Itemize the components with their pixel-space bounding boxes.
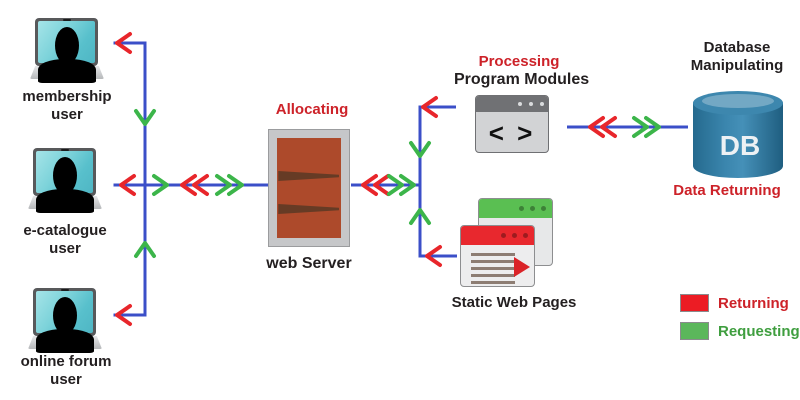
database-label-line1: Database [703, 39, 771, 56]
window-dot-icon [519, 206, 524, 211]
person-silhouette-head [53, 297, 77, 334]
code-window-icon: < > [475, 95, 549, 153]
person-silhouette-body [38, 59, 96, 83]
laptop-user-icon [28, 288, 102, 354]
laptop-camera [63, 19, 71, 21]
forum-user-label: online forum user [6, 353, 126, 389]
allocating-annotation: Allocating [275, 101, 349, 118]
forum-user-label-line2: user [50, 371, 82, 388]
request-arrow-db-1 [632, 116, 649, 138]
server-panel [277, 138, 341, 238]
web-page-front-icon [460, 225, 535, 287]
return-arrow-db-1 [588, 116, 605, 138]
laptop-user-icon [28, 148, 102, 214]
legend-returning-swatch [680, 294, 709, 312]
server-vent-streak [278, 171, 340, 181]
play-icon [514, 257, 530, 277]
window-dot-icon [530, 206, 535, 211]
data-returning-annotation: Data Returning [673, 182, 781, 199]
person-silhouette-body [36, 329, 94, 353]
cylinder-top [693, 91, 783, 115]
window-dot-icon [501, 233, 506, 238]
forum-user-label-line1: online forum [20, 353, 112, 370]
return-arrow-static [425, 245, 442, 267]
static-web-pages-label: Static Web Pages [451, 294, 577, 311]
window-dot-icon [540, 102, 544, 106]
text-line [471, 253, 515, 256]
laptop-user-icon [30, 18, 104, 84]
person-silhouette-head [53, 157, 77, 194]
request-arrow-main-1 [215, 174, 232, 196]
request-arrow-right-up [409, 208, 431, 225]
ecatalogue-user-label-line2: user [49, 240, 81, 257]
text-line [471, 267, 515, 270]
return-arrow-forum [115, 304, 132, 326]
web-server-icon [268, 129, 350, 247]
window-dot-icon [518, 102, 522, 106]
return-arrow-main-1 [180, 174, 197, 196]
window-dot-icon [512, 233, 517, 238]
text-line [471, 274, 515, 277]
request-arrow-trunk-up [134, 241, 156, 258]
return-arrow-ecatalogue [119, 174, 136, 196]
return-arrow-server-2 [373, 174, 390, 196]
blue-connectors [113, 41, 688, 317]
laptop-camera [61, 149, 69, 151]
program-modules-label: Program Modules [454, 71, 590, 88]
database-cylinder-icon: DB [693, 91, 783, 178]
membership-user-label-line1: membership [22, 88, 112, 105]
code-glyph: < > [488, 117, 536, 148]
text-line [471, 260, 515, 263]
laptop-camera [61, 289, 69, 291]
request-arrow-main-2 [227, 174, 244, 196]
return-arrow-membership [115, 32, 132, 54]
window-dot-icon [523, 233, 528, 238]
db-text: DB [720, 130, 760, 161]
processing-annotation: Processing [478, 53, 560, 70]
request-arrow-server-1 [387, 174, 404, 196]
ecatalogue-user-label-line1: e-catalogue [23, 222, 107, 239]
cylinder-body [693, 103, 783, 178]
database-label-line2: Manipulating [690, 57, 784, 74]
requesting-arrows [134, 109, 661, 258]
window-dot-icon [529, 102, 533, 106]
return-arrow-db-2 [600, 116, 617, 138]
web-server-label: web Server [266, 255, 352, 272]
legend-returning-label: Returning [718, 295, 789, 312]
legend-requesting-swatch [680, 322, 709, 340]
server-vent-streak [278, 204, 340, 214]
window-title-bar [479, 199, 552, 218]
request-arrow-server-2 [399, 174, 416, 196]
person-silhouette-body [36, 189, 94, 213]
window-title-bar [476, 96, 548, 112]
membership-user-label: membership user [7, 88, 127, 124]
person-silhouette-head [55, 27, 79, 64]
database-manipulating-label: Database Manipulating [677, 39, 797, 75]
legend-requesting-label: Requesting [718, 323, 800, 340]
request-arrow-db-2 [644, 116, 661, 138]
cylinder-highlight [702, 94, 774, 108]
return-arrow-server-1 [361, 174, 378, 196]
window-title-bar [461, 226, 534, 245]
request-arrow-trunk-down [134, 109, 156, 126]
text-line [471, 281, 515, 284]
window-dot-icon [541, 206, 546, 211]
membership-user-label-line2: user [51, 106, 83, 123]
ecatalogue-user-label: e-catalogue user [5, 222, 125, 258]
request-arrow-ecatalogue [152, 174, 169, 196]
return-arrow-modules [421, 96, 438, 118]
return-arrow-main-2 [192, 174, 209, 196]
request-arrow-right-down [409, 141, 431, 158]
